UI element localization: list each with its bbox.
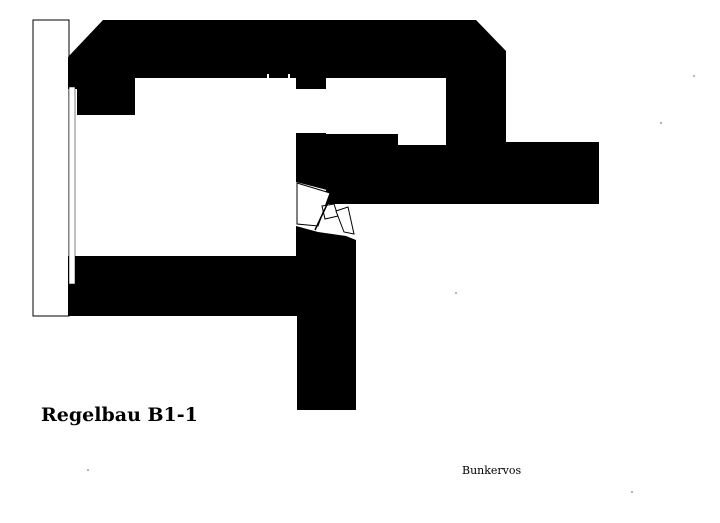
- speck: [455, 292, 457, 294]
- speck: [693, 75, 695, 77]
- embrasure-block-2: [335, 206, 355, 235]
- door-mark-1: [267, 74, 269, 78]
- left-window-strip: [68, 86, 76, 285]
- speck: [631, 491, 633, 493]
- embrasure-gap: [296, 89, 326, 133]
- plan-title: Regelbau B1-1: [41, 404, 198, 426]
- door-mark-2: [288, 74, 290, 78]
- credit-label: Bunkervos: [462, 464, 522, 477]
- lower-wall-mass: [68, 226, 356, 410]
- embrasure-line: [314, 193, 333, 231]
- partition-wall: [326, 145, 398, 204]
- front-outline: [32, 19, 70, 317]
- speck: [87, 469, 89, 471]
- speck: [660, 122, 662, 124]
- main-wall-mass: [68, 20, 599, 204]
